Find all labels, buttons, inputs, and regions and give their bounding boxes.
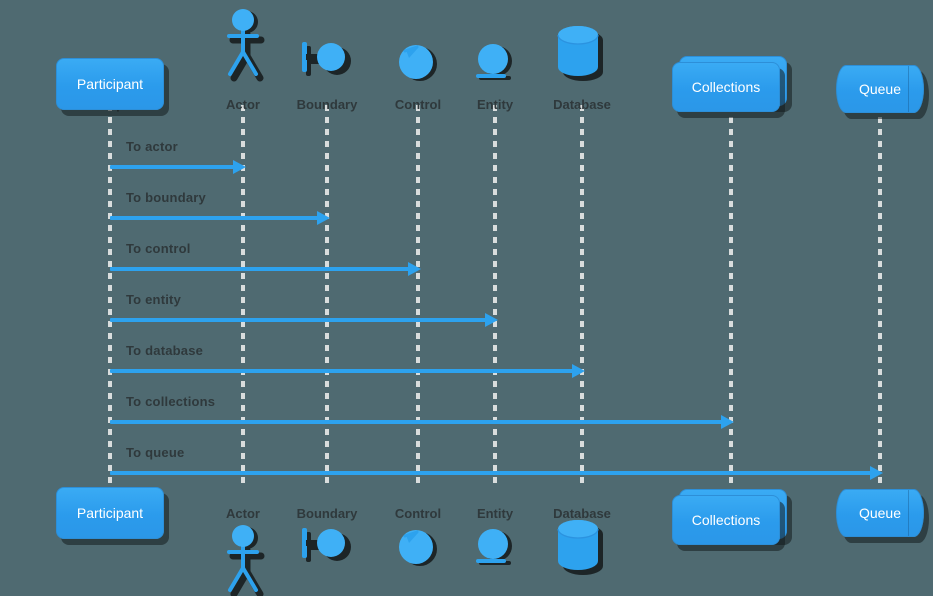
message-line — [110, 369, 574, 373]
participant-label-control: Control — [394, 506, 442, 521]
lifeline-participant — [108, 105, 112, 489]
collections-icon[interactable]: Collections — [672, 489, 790, 545]
message-arrowhead — [317, 211, 330, 225]
message-label-0: To actor — [126, 139, 178, 154]
queue-icon[interactable]: Queue — [836, 65, 924, 113]
message-label-3: To entity — [126, 292, 181, 307]
message-arrowhead — [721, 415, 734, 429]
participant-label-database: Database — [553, 97, 611, 112]
message-line — [110, 420, 723, 424]
lifeline-actor — [241, 105, 245, 489]
collections-front-card: Collections — [672, 495, 780, 545]
participant-label-actor: Actor — [226, 506, 260, 521]
entity-icon[interactable] — [473, 40, 517, 86]
message-arrow-0[interactable] — [110, 160, 246, 174]
message-arrow-6[interactable] — [110, 466, 883, 480]
message-line — [110, 471, 872, 475]
message-arrow-5[interactable] — [110, 415, 734, 429]
participant-box-label: Participant — [76, 76, 144, 92]
boundary-icon[interactable] — [301, 38, 353, 82]
collections-label: Collections — [691, 79, 761, 95]
lifeline-boundary — [325, 105, 329, 489]
lifeline-queue — [878, 105, 882, 489]
message-label-6: To queue — [126, 445, 185, 460]
message-arrowhead — [233, 160, 246, 174]
participant-label-entity: Entity — [476, 97, 514, 112]
message-label-1: To boundary — [126, 190, 206, 205]
participant-label-database: Database — [553, 506, 611, 521]
participant-box-participant[interactable]: Participant — [56, 58, 164, 110]
queue-label: Queue — [858, 81, 902, 97]
message-label-5: To collections — [126, 394, 216, 409]
message-arrow-2[interactable] — [110, 262, 421, 276]
control-icon[interactable] — [396, 40, 440, 84]
message-arrowhead — [408, 262, 421, 276]
actor-icon[interactable] — [221, 524, 265, 596]
database-icon[interactable] — [556, 519, 608, 581]
queue-icon[interactable]: Queue — [836, 489, 924, 537]
message-arrow-3[interactable] — [110, 313, 498, 327]
participant-label-control: Control — [394, 97, 442, 112]
collections-front-card: Collections — [672, 62, 780, 112]
participant-label-boundary: Boundary — [296, 97, 358, 112]
message-arrow-4[interactable] — [110, 364, 585, 378]
boundary-icon[interactable] — [301, 524, 353, 568]
message-label-4: To database — [126, 343, 204, 358]
message-arrowhead — [572, 364, 585, 378]
collections-label: Collections — [691, 512, 761, 528]
participant-box-participant[interactable]: Participant — [56, 487, 164, 539]
message-arrowhead — [870, 466, 883, 480]
participant-label-entity: Entity — [476, 506, 514, 521]
participant-label-boundary: Boundary — [296, 506, 358, 521]
lifeline-control — [416, 105, 420, 489]
participant-label-actor: Actor — [226, 97, 260, 112]
queue-label: Queue — [858, 505, 902, 521]
collections-icon[interactable]: Collections — [672, 56, 790, 112]
message-line — [110, 267, 410, 271]
actor-icon[interactable] — [221, 8, 265, 84]
database-icon[interactable] — [556, 25, 608, 87]
participant-box-label: Participant — [76, 505, 144, 521]
message-line — [110, 216, 319, 220]
message-arrow-1[interactable] — [110, 211, 330, 225]
message-arrowhead — [485, 313, 498, 327]
message-line — [110, 165, 235, 169]
control-icon[interactable] — [396, 525, 440, 569]
entity-icon[interactable] — [473, 525, 517, 571]
lifeline-entity — [493, 105, 497, 489]
lifeline-collections — [729, 105, 733, 489]
lifeline-database — [580, 105, 584, 489]
message-line — [110, 318, 487, 322]
message-label-2: To control — [126, 241, 191, 256]
